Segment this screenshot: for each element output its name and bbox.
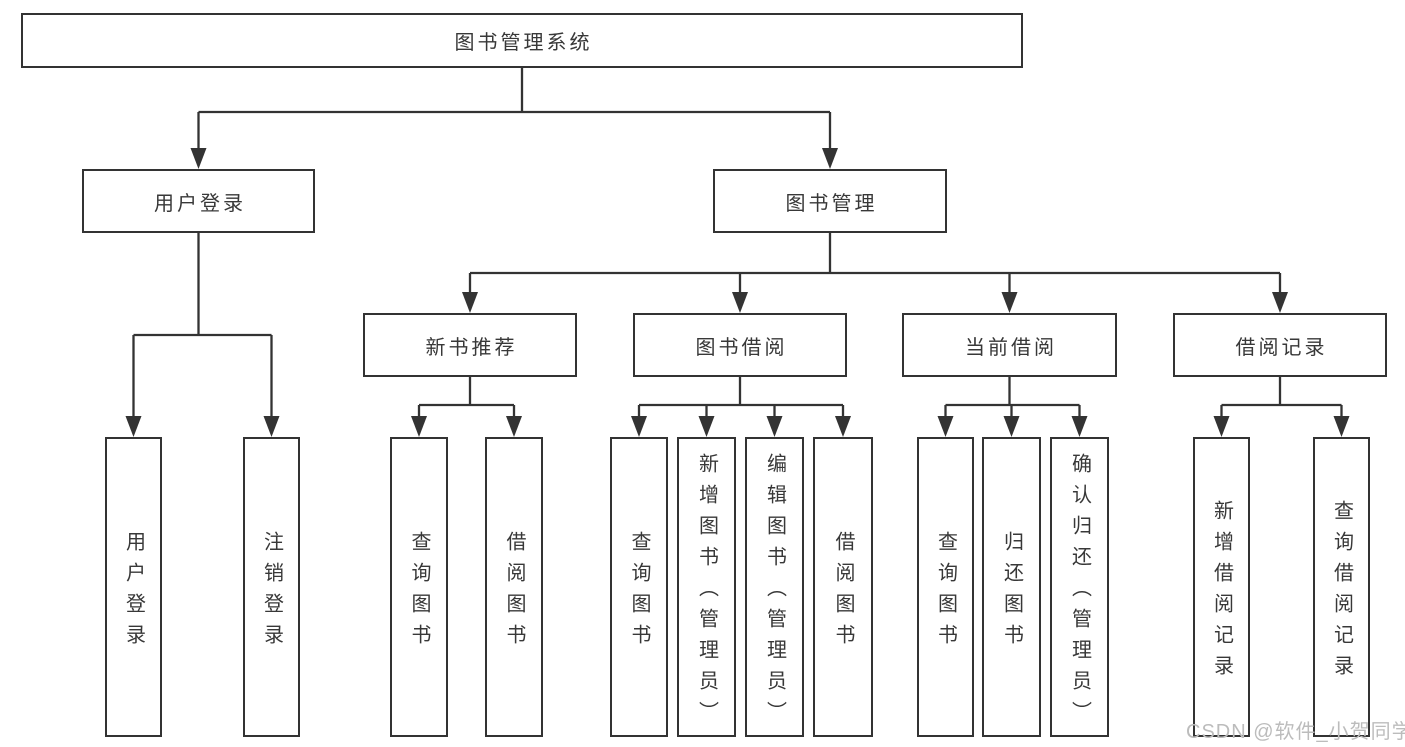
arrowhead-icon [1003,416,1020,437]
arrowhead-icon [263,416,280,437]
arrowhead-icon [125,416,142,437]
node-book-mgmt: 图书管理 [713,169,947,233]
node-book-borrow: 图书借阅 [633,313,847,377]
node-label: 查询图书 [408,530,430,655]
arrowhead-icon [411,416,427,437]
node-label: 新书推荐 [425,336,518,359]
arrowhead-icon [1001,292,1018,313]
node-label: 归还图书 [1000,530,1023,655]
node-label: 确认归还（管理员） [1068,453,1091,732]
node-leaf-logout: 注销登录 [243,437,300,737]
node-new-book-rec: 新书推荐 [363,313,577,377]
node-leaf-return-book: 归还图书 [982,437,1041,737]
arrowhead-icon [1213,416,1230,437]
node-leaf-borrow-book-1: 借阅图书 [485,437,543,737]
node-leaf-query-record: 查询借阅记录 [1313,437,1370,737]
watermark-text: CSDN @软件_小贺同学 [1186,721,1405,743]
node-label: 图书管理系统 [454,32,593,54]
node-label: 用户登录 [154,192,246,215]
node-label: 查询图书 [628,530,650,655]
node-leaf-borrow-book-2: 借阅图书 [813,437,873,737]
arrowhead-icon [190,148,207,169]
node-label: 当前借阅 [965,336,1057,359]
node-leaf-query-book-3: 查询图书 [917,437,974,737]
node-label: 查询图书 [934,530,957,655]
node-leaf-query-book-2: 查询图书 [610,437,668,737]
node-leaf-add-book: 新增图书（管理员） [677,437,736,737]
arrowhead-icon [1071,416,1088,437]
node-label: 新增借阅记录 [1210,499,1233,686]
node-user-login: 用户登录 [82,169,315,233]
node-borrow-record: 借阅记录 [1173,313,1387,377]
node-root: 图书管理系统 [21,13,1023,68]
node-label: 用户登录 [122,530,145,655]
node-label: 查询借阅记录 [1330,499,1353,686]
connector-line [132,68,1343,419]
node-label: 借阅图书 [503,530,525,655]
node-label: 新增图书（管理员） [695,453,718,732]
node-label: 注销登录 [260,530,283,655]
node-label: 图书管理 [785,192,878,215]
arrowhead-icon [937,416,954,437]
arrowhead-icon [822,148,838,169]
node-leaf-user-login: 用户登录 [105,437,162,737]
arrowhead-icon [835,416,851,437]
node-label: 借阅记录 [1235,336,1328,359]
arrowhead-icon [766,416,783,437]
arrowhead-icon [462,292,478,313]
arrowhead-icon [1333,416,1350,437]
arrowhead-icon [506,416,522,437]
node-leaf-query-book-1: 查询图书 [390,437,448,737]
arrowhead-icon [698,416,715,437]
node-label: 图书借阅 [695,336,788,359]
arrowhead-icon [631,416,647,437]
arrowhead-icon [1272,292,1288,313]
node-leaf-add-record: 新增借阅记录 [1193,437,1250,737]
node-leaf-edit-book: 编辑图书（管理员） [745,437,804,737]
node-label: 编辑图书（管理员） [763,453,786,732]
node-label: 借阅图书 [832,530,854,655]
node-leaf-confirm-return: 确认归还（管理员） [1050,437,1109,737]
arrowhead-icon [732,292,748,313]
node-current-borrow: 当前借阅 [902,313,1117,377]
